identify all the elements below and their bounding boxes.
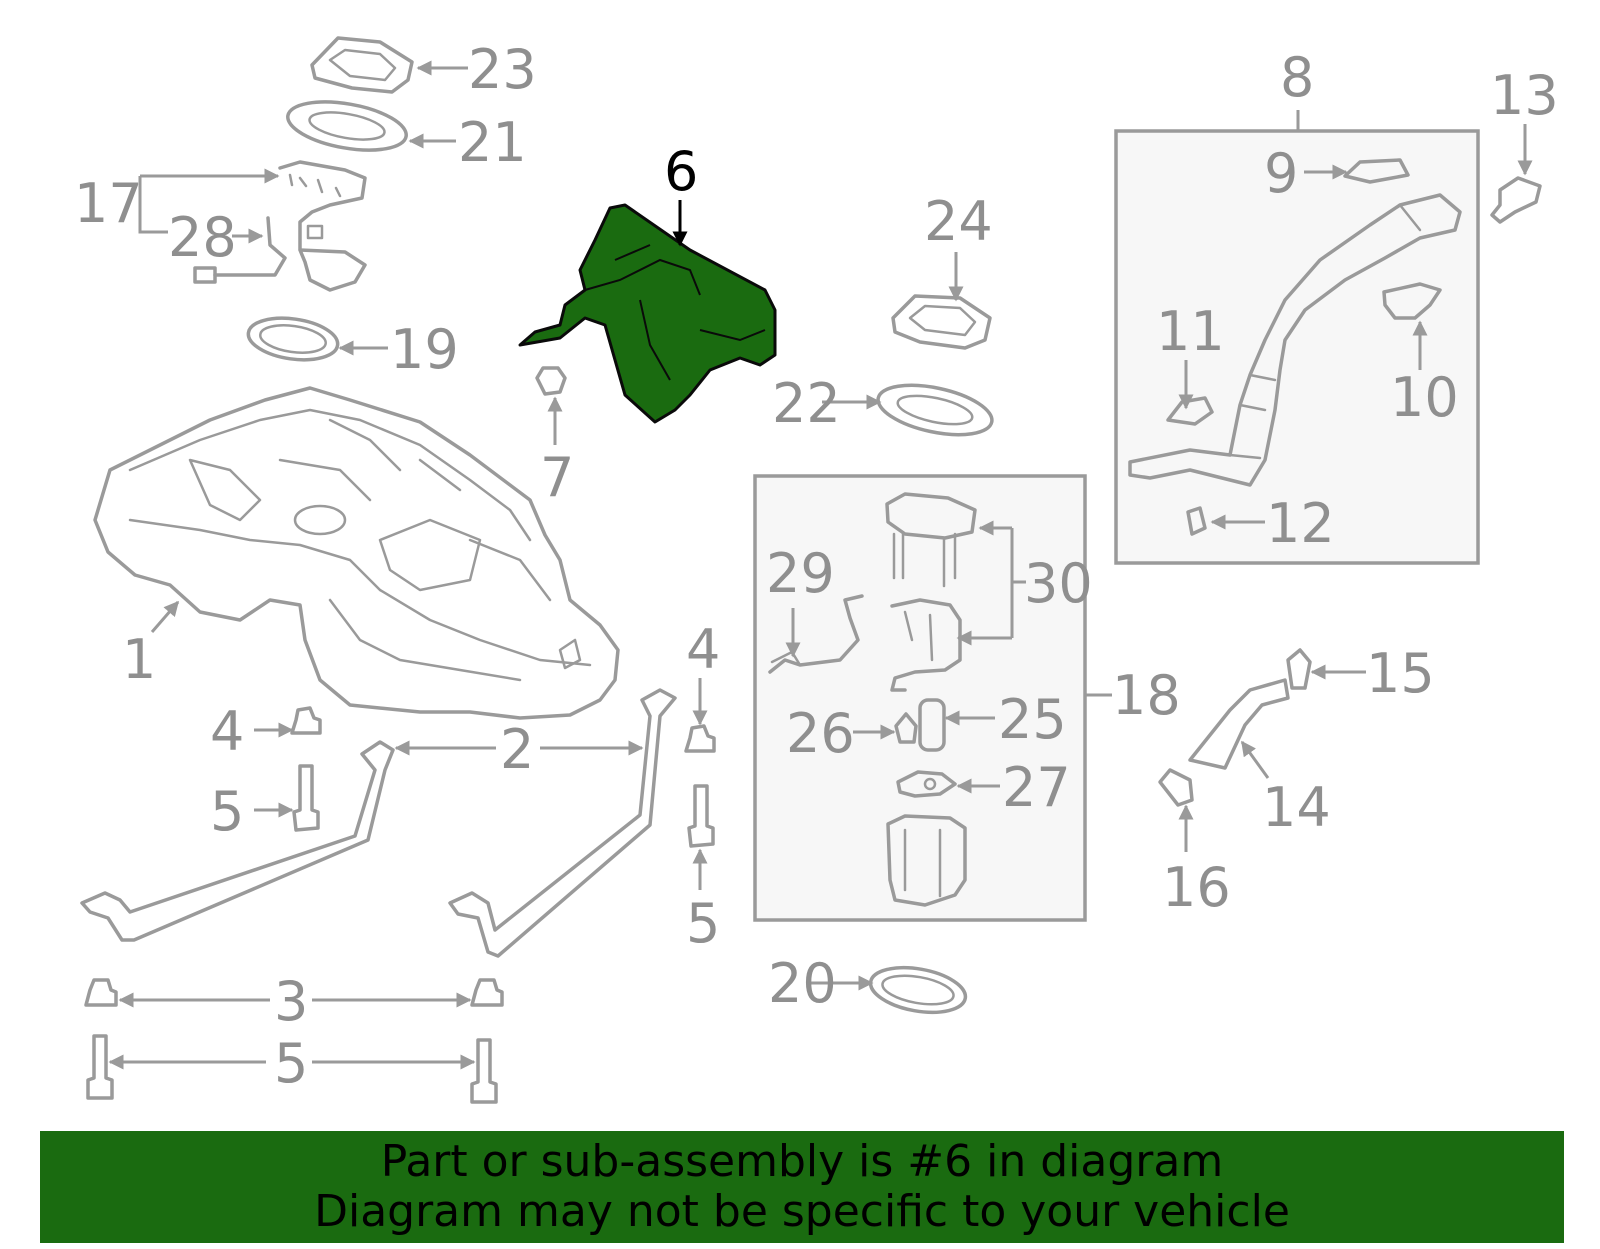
- part-3-nut-right: [470, 978, 504, 1007]
- caption-line-2: Diagram may not be specific to your vehi…: [314, 1186, 1290, 1237]
- callout-19: 19: [390, 318, 459, 381]
- part-3-nut-left: [84, 978, 118, 1007]
- callout-3: 3: [274, 970, 308, 1033]
- part-4-nut-right: [684, 724, 716, 753]
- callout-28: 28: [168, 206, 237, 269]
- callout-9: 9: [1264, 142, 1298, 205]
- callout-13: 13: [1490, 64, 1559, 127]
- part-12-clip: [1186, 506, 1207, 536]
- part-2-strap-right: [448, 688, 677, 958]
- callout-6: 6: [664, 140, 698, 203]
- callout-22: 22: [772, 372, 841, 435]
- assembly-box-8: [1114, 129, 1480, 565]
- callout-29: 29: [766, 542, 835, 605]
- part-27-seal: [896, 770, 957, 798]
- part-10-housing: [1382, 282, 1442, 320]
- part-5-bolt-bottom-right: [470, 1038, 498, 1104]
- callout-20: 20: [768, 952, 837, 1015]
- callout-7: 7: [540, 446, 574, 509]
- part-15-clamp: [1286, 648, 1312, 690]
- callout-1: 1: [122, 628, 156, 691]
- callout-17: 17: [74, 172, 143, 235]
- part-1-fuel-tank: [93, 386, 620, 720]
- part-19-gasket: [246, 316, 340, 362]
- part-8-filler-pipe: [1128, 193, 1462, 487]
- part-28-wire-harness: [193, 216, 287, 284]
- callout-2: 2: [500, 718, 534, 781]
- part-26-valve: [894, 712, 918, 744]
- part-13-cap: [1490, 176, 1542, 224]
- part-7-clip: [535, 366, 567, 396]
- part-20-gasket: [868, 965, 968, 1015]
- part-30-pump-bracket: [885, 492, 977, 692]
- callout-5-left: 5: [210, 780, 244, 843]
- callout-4-left: 4: [210, 700, 244, 763]
- part-2-strap-left: [80, 740, 395, 942]
- part-17-sender-unit: [278, 160, 367, 292]
- part-18-reservoir: [886, 814, 967, 907]
- part-6-heat-shield: [518, 203, 777, 424]
- callout-23: 23: [468, 38, 537, 101]
- callout-11: 11: [1156, 300, 1225, 363]
- callout-14: 14: [1262, 776, 1331, 839]
- callout-12: 12: [1266, 492, 1335, 555]
- callout-26: 26: [786, 702, 855, 765]
- assembly-box-18: [753, 474, 1087, 922]
- callout-27: 27: [1002, 756, 1071, 819]
- callout-30: 30: [1024, 552, 1093, 615]
- caption-banner: Part or sub-assembly is #6 in diagram Di…: [40, 1131, 1564, 1243]
- callout-labels: 23 21 17 28 19 1 7 6 24 22 8 9 13 11 10 …: [74, 38, 1559, 1095]
- part-5-bolt-bottom-left: [86, 1034, 114, 1100]
- part-25-filter: [918, 698, 946, 752]
- callout-25: 25: [998, 688, 1067, 751]
- leader-lines: [108, 60, 1533, 1070]
- callout-15: 15: [1366, 642, 1435, 705]
- callout-5-bottom: 5: [274, 1032, 308, 1095]
- part-23-cover: [310, 36, 414, 94]
- callout-16: 16: [1162, 856, 1231, 919]
- callout-8: 8: [1280, 46, 1314, 109]
- callout-5-right: 5: [686, 892, 720, 955]
- callout-4-right: 4: [686, 618, 720, 681]
- part-5-bolt-left: [292, 764, 320, 832]
- part-14-hose: [1188, 678, 1290, 770]
- caption-line-1: Part or sub-assembly is #6 in diagram: [380, 1136, 1224, 1187]
- callout-21: 21: [458, 111, 527, 174]
- part-24-cover: [891, 294, 992, 350]
- callout-24: 24: [924, 190, 993, 253]
- part-22-gasket: [876, 383, 994, 437]
- part-5-bolt-right: [687, 784, 715, 848]
- callout-10: 10: [1390, 366, 1459, 429]
- part-9-bracket: [1343, 158, 1410, 184]
- callout-18: 18: [1112, 664, 1181, 727]
- part-4-nut-left: [290, 706, 322, 735]
- part-21-gasket: [286, 100, 408, 152]
- part-16-clamp: [1158, 768, 1194, 807]
